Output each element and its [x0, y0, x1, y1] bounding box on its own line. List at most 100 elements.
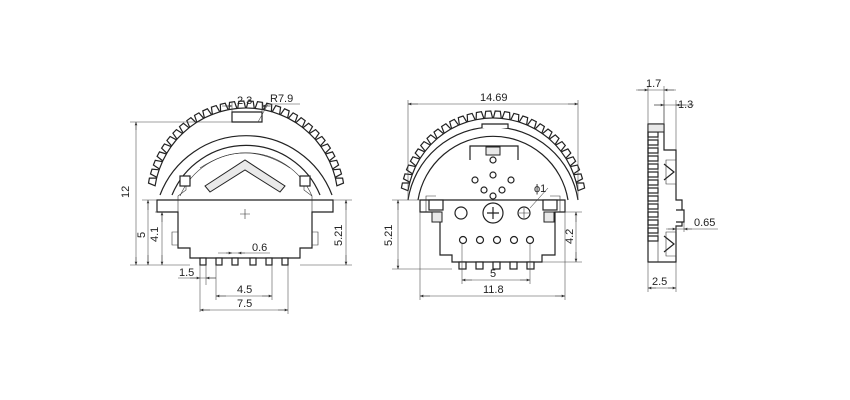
front-inner-step-left — [171, 231, 178, 246]
back-knurl-tooth — [448, 118, 460, 130]
dim-step-width: 1.3 — [678, 99, 693, 111]
back-knurl-tooth — [433, 128, 445, 140]
dim-back-left-ext — [392, 199, 452, 270]
side-tab — [676, 209, 685, 223]
side-knurl-tooth — [647, 171, 659, 178]
back-knurl-tooth — [560, 148, 572, 160]
dim-overall-width: 14.69 — [480, 92, 508, 104]
front-knurl-tooth — [236, 100, 247, 110]
front-pin-3 — [231, 257, 239, 266]
dim-base-width: 11.8 — [483, 284, 504, 296]
dim-radius-leader — [257, 103, 300, 123]
front-knurl-tooth — [160, 143, 173, 155]
front-knurl-tooth — [308, 128, 320, 141]
front-inner-bracket — [177, 178, 313, 212]
back-pin-hole-4 — [509, 235, 519, 245]
front-pin-4 — [249, 257, 257, 266]
back-knurl-tooth — [414, 148, 426, 160]
back-pin-1 — [458, 261, 467, 270]
dim-top-width: 1.7 — [646, 78, 661, 90]
back-side-tab-left — [428, 199, 444, 211]
back-knurl-tooth — [509, 112, 520, 123]
front-body — [156, 199, 334, 259]
side-knurl-tooth — [647, 131, 659, 138]
front-knurl-tooth — [334, 177, 345, 187]
back-knurl-tooth — [409, 156, 421, 167]
front-knurl-tooth — [186, 116, 198, 129]
front-knurl-tooth — [202, 108, 213, 119]
dim-body-right-ext — [300, 199, 352, 266]
front-knurl-tooth — [149, 168, 160, 179]
back-pin-5 — [526, 261, 535, 270]
back-left-hole — [454, 206, 468, 220]
side-knurl-tooth — [647, 203, 659, 210]
side-chevron-upper-inner — [665, 159, 677, 185]
back-knurl-tooth — [466, 112, 477, 123]
side-chevron-lower-inner — [665, 231, 677, 257]
back-knurl-tooth — [400, 182, 411, 192]
front-knurl-tooth — [294, 116, 306, 129]
back-hole-2 — [489, 171, 497, 179]
dim-radius: R7.9 — [270, 93, 293, 105]
back-inner-frame — [425, 195, 561, 212]
front-knurl-tooth — [178, 122, 190, 134]
dim-pin-span-inner: 4.5 — [237, 284, 252, 296]
back-pin-hole-3 — [492, 235, 502, 245]
dim-back-height-left: 5.21 — [383, 225, 395, 246]
back-knurl-tooth — [534, 123, 546, 135]
front-knurl-tooth — [172, 128, 184, 141]
side-knurl-tooth — [647, 155, 659, 162]
front-knurl-tooth — [287, 112, 299, 124]
side-knurl-tooth — [647, 211, 659, 218]
dim-pin-offset-ext — [199, 265, 207, 312]
front-knurl-tooth — [245, 100, 256, 110]
dim-body-height-left: 5 — [136, 232, 148, 238]
front-knurl-tooth — [156, 151, 168, 162]
dim-shaft-width: 2.3 — [237, 95, 252, 107]
side-outline — [647, 123, 683, 263]
front-knurl-tooth — [271, 104, 282, 116]
side-knurl-tooth — [647, 195, 659, 202]
back-hub-hole — [489, 156, 497, 164]
side-chevron-upper — [663, 163, 675, 181]
back-knurl-tooth — [457, 115, 468, 126]
dim-back-pin-span: 5 — [490, 268, 496, 280]
front-knurl-tooth — [302, 122, 314, 134]
dim-body-left-ext — [142, 199, 157, 213]
back-side-tab-right-inner — [543, 211, 555, 223]
back-knurl-tooth — [440, 123, 452, 135]
back-top-tab — [481, 123, 509, 128]
front-chevron-slot — [204, 159, 286, 193]
back-hub — [469, 145, 519, 160]
back-pin-3 — [492, 261, 501, 270]
front-knurl-tooth — [324, 151, 336, 162]
dim-total-height: 12 — [120, 186, 132, 198]
dim-hole-diameter: ϕ1 — [534, 183, 546, 195]
front-knurl-tooth — [152, 159, 164, 170]
dim-tab-ext — [675, 222, 685, 232]
front-view: 2.3 R7.9 12 5 4.1 5.21 0.6 — [120, 93, 352, 314]
front-knurl-tooth — [262, 102, 273, 113]
front-inner-arc-2 — [179, 152, 313, 197]
back-side-tab-right — [542, 199, 558, 211]
side-knurl-tooth — [647, 147, 659, 154]
back-knurl-tooth — [492, 110, 502, 120]
dim-pin-offset: 1.5 — [179, 267, 194, 279]
back-hole-6 — [489, 192, 497, 200]
front-knurl-tooth — [193, 112, 205, 124]
back-pin-4 — [509, 261, 518, 270]
back-pin-hole-5 — [525, 235, 535, 245]
front-side-tab-left — [179, 175, 191, 187]
back-side-tab-left-inner — [431, 211, 443, 223]
dim-back-pin-ext — [461, 244, 531, 284]
front-center-mark — [240, 209, 250, 219]
front-knurl-tooth — [228, 101, 238, 111]
side-knurl-tooth — [647, 187, 659, 194]
back-pin-hole-2 — [475, 235, 485, 245]
dim-pin-span-outer: 7.5 — [237, 298, 252, 310]
front-inner-arc — [171, 144, 321, 196]
front-knurl-tooth — [332, 168, 343, 179]
dim-body-height-right: 5.21 — [333, 225, 345, 246]
dim-base-width-ext — [419, 212, 566, 300]
side-knurl-tooth — [647, 235, 659, 242]
